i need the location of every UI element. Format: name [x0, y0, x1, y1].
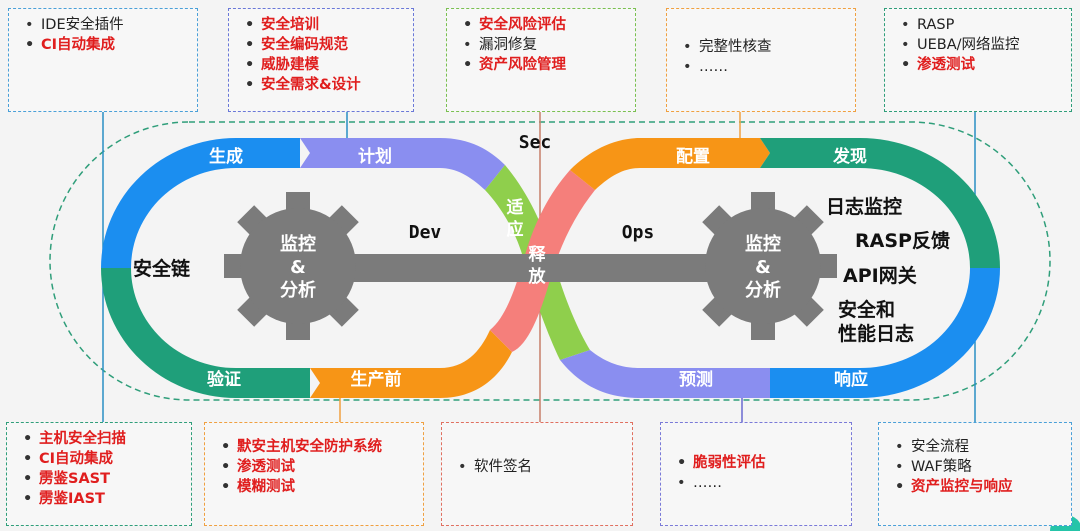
list-item: WAF策略: [895, 457, 1061, 477]
box-bottom-5: 安全流程 WAF策略 资产监控与响应: [878, 422, 1072, 526]
list-item: 主机安全扫描: [23, 429, 181, 449]
list-item: 雳鉴SAST: [23, 469, 181, 489]
box-top-2: 安全培训 安全编码规范 威胁建模 安全需求&设计: [228, 8, 414, 112]
segment-verify-arc: [101, 268, 310, 398]
left-gear-icon: [224, 192, 372, 340]
left-gear-line-3: 分析: [280, 279, 316, 301]
left-gear-line-1: 监控: [280, 233, 316, 255]
list-item: 资产风险管理: [463, 55, 625, 75]
label-discover: 发现: [832, 146, 867, 167]
left-inner-label: 安全链: [133, 257, 190, 280]
list-item: 安全编码规范: [245, 35, 403, 55]
list-item: 渗透测试: [901, 55, 1061, 75]
box-bottom-1-list: 主机安全扫描 CI自动集成 雳鉴SAST 雳鉴IAST: [17, 429, 181, 509]
list-item: ……: [683, 57, 845, 77]
label-release-1: 释: [529, 244, 547, 265]
segment-configure-band: [570, 138, 770, 190]
box-bottom-1: 主机安全扫描 CI自动集成 雳鉴SAST 雳鉴IAST: [6, 422, 192, 526]
list-item: 脆弱性评估: [677, 453, 841, 473]
list-item: 雳鉴IAST: [23, 489, 181, 509]
list-item: 完整性核查: [683, 37, 845, 57]
box-top-4-list: 完整性核查 ……: [677, 37, 845, 77]
list-item: 安全需求&设计: [245, 75, 403, 95]
label-respond: 响应: [834, 369, 868, 390]
segment-generate-arc: [101, 138, 300, 268]
box-top-1: IDE安全插件 CI自动集成: [8, 8, 198, 112]
box-top-5-list: RASP UEBA/网络监控 渗透测试: [895, 15, 1061, 75]
label-preprod: 生产前: [351, 369, 402, 390]
box-bottom-2: 默安主机安全防护系统 渗透测试 模糊测试: [204, 422, 424, 526]
list-item: UEBA/网络监控: [901, 35, 1061, 55]
box-top-3: 安全风险评估 漏洞修复 资产风险管理: [446, 8, 636, 112]
list-item: 软件签名: [458, 457, 622, 477]
label-configure: 配置: [676, 147, 710, 167]
right-gear-icon: [689, 192, 837, 340]
label-plan: 计划: [358, 146, 392, 167]
list-item: 安全流程: [895, 437, 1061, 457]
box-bottom-3: 软件签名: [441, 422, 633, 526]
outer-dashed-outline: [49, 121, 1051, 401]
list-item: RASP: [901, 15, 1061, 35]
list-item: 资产监控与响应: [895, 477, 1061, 497]
label-generate: 生成: [209, 146, 243, 167]
box-top-4: 完整性核查 ……: [666, 8, 856, 112]
label-dev: Dev: [409, 222, 442, 243]
right-inner-line-2: RASP反馈: [855, 229, 950, 252]
box-bottom-4-list: 脆弱性评估 ……: [671, 453, 841, 493]
list-item: 模糊测试: [221, 477, 413, 497]
list-item: 漏洞修复: [463, 35, 625, 55]
box-top-2-list: 安全培训 安全编码规范 威胁建模 安全需求&设计: [239, 15, 403, 95]
right-gear-line-3: 分析: [745, 279, 781, 301]
left-gear-line-2: &: [290, 257, 306, 278]
box-bottom-2-list: 默安主机安全防护系统 渗透测试 模糊测试: [215, 437, 413, 497]
right-inner-line-4: 安全和: [838, 298, 895, 321]
right-inner-line-5: 性能日志: [838, 322, 914, 345]
segment-respond-arc: [770, 268, 1000, 398]
segment-preprod-band: [310, 330, 512, 398]
right-gear-line-2: &: [755, 257, 771, 278]
box-top-5: RASP UEBA/网络监控 渗透测试: [884, 8, 1072, 112]
list-item: IDE安全插件: [25, 15, 187, 35]
box-bottom-4: 脆弱性评估 ……: [660, 422, 852, 526]
segment-discover-arc: [760, 138, 1000, 268]
box-bottom-5-list: 安全流程 WAF策略 资产监控与响应: [889, 437, 1061, 497]
right-gear-line-1: 监控: [745, 233, 781, 255]
list-item: 安全风险评估: [463, 15, 625, 35]
list-item: 威胁建模: [245, 55, 403, 75]
list-item: ……: [677, 473, 841, 493]
box-top-3-list: 安全风险评估 漏洞修复 资产风险管理: [457, 15, 625, 75]
list-item: CI自动集成: [25, 35, 187, 55]
label-release-2: 放: [528, 266, 547, 287]
list-item: 渗透测试: [221, 457, 413, 477]
list-item: 安全培训: [245, 15, 403, 35]
label-adapt-1: 适: [507, 198, 524, 218]
right-inner-line-1: 日志监控: [826, 195, 902, 218]
list-item: 默安主机安全防护系统: [221, 437, 413, 457]
segment-predict-band: [560, 350, 770, 398]
list-item: CI自动集成: [23, 449, 181, 469]
label-ops: Ops: [622, 222, 655, 243]
box-top-1-list: IDE安全插件 CI自动集成: [19, 15, 187, 55]
label-adapt-2: 应: [507, 219, 524, 240]
center-bar: [320, 254, 740, 282]
segment-plan-band: [300, 138, 505, 190]
label-verify: 验证: [207, 369, 241, 390]
box-bottom-3-list: 软件签名: [452, 457, 622, 477]
right-inner-line-3: API网关: [843, 264, 917, 287]
label-predict: 预测: [679, 369, 713, 390]
label-sec: Sec: [519, 132, 552, 153]
